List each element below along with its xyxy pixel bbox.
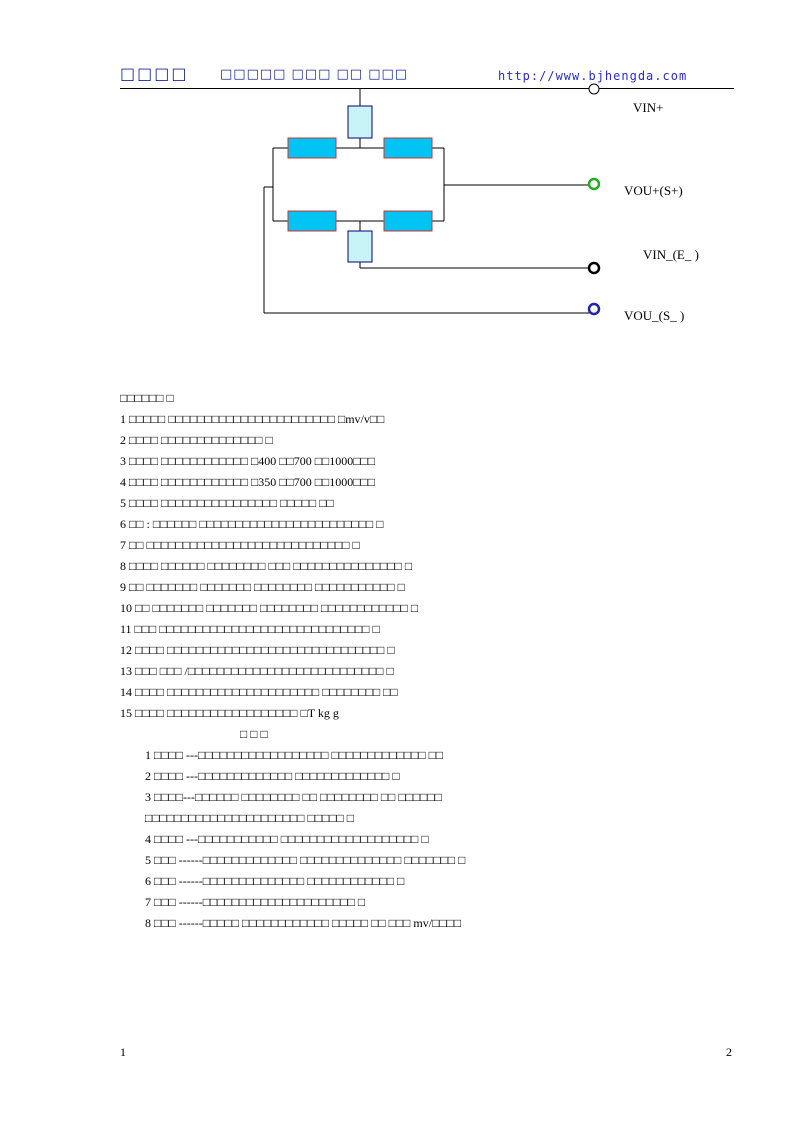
- term-line: 8 □□□ ------□□□□□ □□□□□□□□□□□□ □□□□□ □□ …: [145, 916, 462, 930]
- param-line: 13 □□□ □□□ /□□□□□□□□□□□□□□□□□□□□□□□□□□□ …: [120, 664, 394, 678]
- label-vout-plus: VOU+(S+): [624, 183, 683, 198]
- compensation-resistor: [347, 230, 373, 263]
- param-line: 15 □□□□ □□□□□□□□□□□□□□□□□□ □T kg g: [120, 706, 339, 720]
- terminal-vin-plus: [588, 83, 600, 95]
- terms-heading: □ □ □: [240, 727, 268, 741]
- term-line: 5 □□□ ------□□□□□□□□□□□□□ □□□□□□□□□□□□□□…: [145, 853, 466, 867]
- param-line: 3 □□□□ □□□□□□□□□□□□ □400 □□700 □□1000□□□: [120, 454, 375, 468]
- label-vin-plus: VIN+: [633, 100, 664, 115]
- term-line: 3 □□□□---□□□□□□ □□□□□□□□ □□ □□□□□□□□ □□ …: [145, 790, 442, 804]
- label-vout-minus: VOU_(S_ ): [624, 308, 685, 323]
- params-heading: □□□□□□ □: [120, 391, 174, 405]
- company-name: □□□□□ □□□ □□ □□□: [220, 67, 409, 82]
- page-header: □□□□ □□□□□ □□□ □□ □□□ http://www.bjhengd…: [120, 64, 740, 88]
- term-line: 7 □□□ ------□□□□□□□□□□□□□□□□□□□□□ □: [145, 895, 366, 909]
- strain-gauge-resistor: [287, 210, 337, 232]
- param-line: 5 □□□□ □□□□□□□□□□□□□□□□ □□□□□ □□: [120, 496, 334, 510]
- param-line: 11 □□□ □□□□□□□□□□□□□□□□□□□□□□□□□□□□□ □: [120, 622, 380, 636]
- term-line: 1 □□□□ ---□□□□□□□□□□□□□□□□□□ □□□□□□□□□□□…: [145, 748, 444, 762]
- term-line: 4 □□□□ ---□□□□□□□□□□□ □□□□□□□□□□□□□□□□□□…: [145, 832, 429, 846]
- param-line: 6 □□ : □□□□□□ □□□□□□□□□□□□□□□□□□□□□□□□ □: [120, 517, 384, 531]
- page-number-left: 1: [120, 1045, 126, 1059]
- param-line: 9 □□ □□□□□□□ □□□□□□□ □□□□□□□□ □□□□□□□□□□…: [120, 580, 405, 594]
- term-line: 2 □□□□ ---□□□□□□□□□□□□□ □□□□□□□□□□□□□ □: [145, 769, 400, 783]
- compensation-resistor: [347, 105, 373, 139]
- header-rule: [120, 88, 734, 89]
- label-vin-minus: VIN_(E_ ): [643, 247, 699, 262]
- strain-gauge-resistor: [383, 137, 433, 159]
- param-line: 1 □□□□□ □□□□□□□□□□□□□□□□□□□□□□□ □mv/v□□: [120, 412, 385, 426]
- term-line: □□□□□□□□□□□□□□□□□□□□□□ □□□□□ □: [145, 811, 354, 825]
- param-line: 12 □□□□ □□□□□□□□□□□□□□□□□□□□□□□□□□□□□□ □: [120, 643, 395, 657]
- strain-gauge-resistor: [383, 210, 433, 232]
- param-line: 4 □□□□ □□□□□□□□□□□□ □350 □□700 □□1000□□□: [120, 475, 375, 489]
- param-line: 14 □□□□ □□□□□□□□□□□□□□□□□□□□□ □□□□□□□□ □…: [120, 685, 398, 699]
- bridge-circuit-diagram: [263, 83, 601, 316]
- term-line: 6 □□□ ------□□□□□□□□□□□□□□ □□□□□□□□□□□□ …: [145, 874, 405, 888]
- param-line: 7 □□ □□□□□□□□□□□□□□□□□□□□□□□□□□□□ □: [120, 538, 360, 552]
- terminal-vout-plus: [587, 177, 601, 191]
- param-line: 8 □□□□ □□□□□□ □□□□□□□□ □□□ □□□□□□□□□□□□□…: [120, 559, 413, 573]
- terminal-vin-minus: [587, 261, 601, 275]
- company-logo: □□□□: [120, 64, 189, 83]
- param-line: 2 □□□□ □□□□□□□□□□□□□□ □: [120, 433, 273, 447]
- param-line: 10 □□ □□□□□□□ □□□□□□□ □□□□□□□□ □□□□□□□□□…: [120, 601, 419, 615]
- page-number-right: 2: [726, 1045, 732, 1059]
- terminal-vout-minus: [587, 302, 601, 316]
- strain-gauge-resistor: [287, 137, 337, 159]
- website-link[interactable]: http://www.bjhengda.com: [498, 69, 688, 83]
